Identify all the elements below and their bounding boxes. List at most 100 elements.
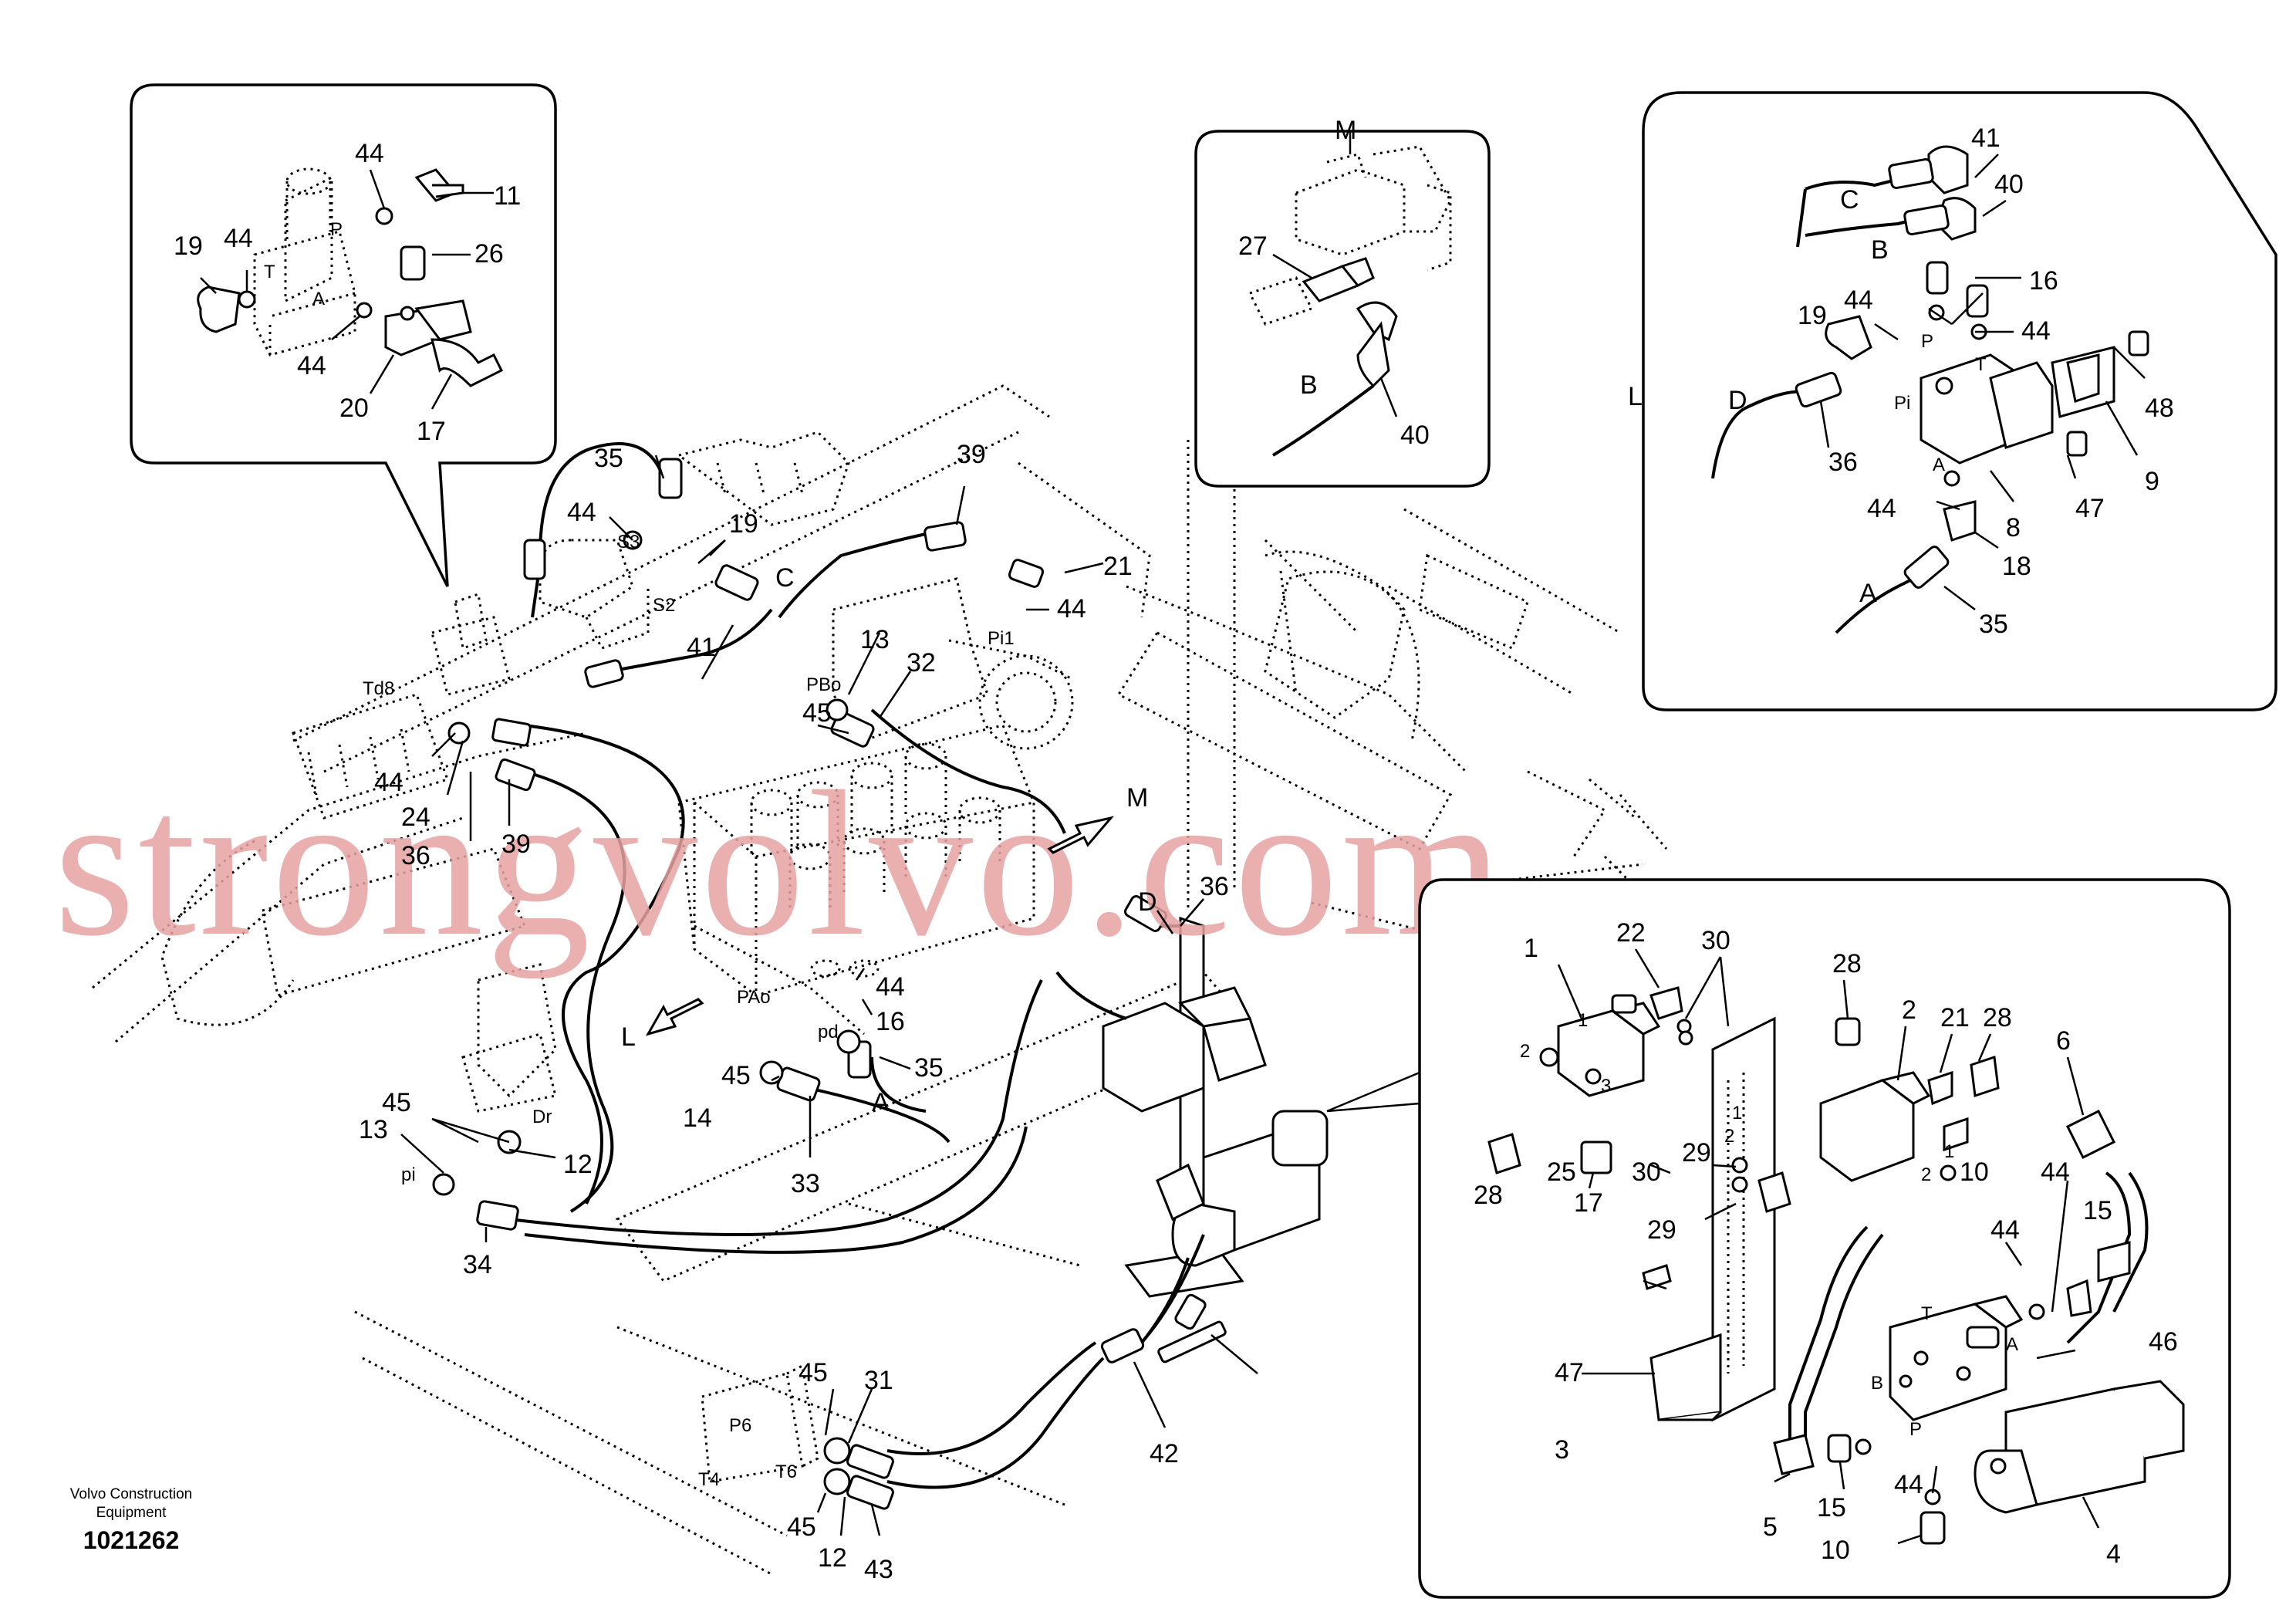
port-label-2: 2 xyxy=(1724,1126,1734,1147)
detail-box-top-left xyxy=(130,83,557,587)
label-39: 40 xyxy=(1994,170,2024,199)
label-43: 44 xyxy=(374,768,403,797)
port-label-p: P xyxy=(1921,331,1933,352)
port-label-pao: PAo xyxy=(737,987,771,1008)
label-38: 39 xyxy=(957,440,986,469)
label-46: 47 xyxy=(1555,1358,1584,1387)
label-44: 45 xyxy=(721,1061,751,1090)
label-43: 44 xyxy=(2041,1157,2070,1187)
port-label-a: A xyxy=(2006,1334,2018,1355)
label-12: 12 xyxy=(563,1150,593,1179)
port-label-1: 1 xyxy=(1578,1010,1588,1031)
swing-motor xyxy=(832,577,1074,750)
label-18: 19 xyxy=(729,509,758,539)
label-27: 26 xyxy=(474,239,504,269)
hose-letter-d: D xyxy=(1138,887,1157,917)
label-34: 34 xyxy=(463,1250,492,1279)
port-label-a: A xyxy=(312,289,325,309)
label-43: 44 xyxy=(224,224,253,253)
hose-letter-a: A xyxy=(872,1088,890,1117)
hose-letter-c: C xyxy=(1840,185,1859,215)
label-28: 28 xyxy=(1474,1181,1503,1210)
label-16: 16 xyxy=(2029,266,2058,296)
label-20: 20 xyxy=(339,394,369,423)
company-name-line2: Equipment xyxy=(96,1505,167,1521)
label-33: 32 xyxy=(907,648,936,678)
label-43: 44 xyxy=(297,351,326,380)
label-24: 24 xyxy=(401,803,430,832)
label-37: 36 xyxy=(401,841,430,870)
label-23: 22 xyxy=(1616,918,1646,948)
port-label-dr: Dr xyxy=(532,1107,552,1127)
label-3: 3 xyxy=(1555,1435,1569,1465)
label-41: 42 xyxy=(1150,1439,1179,1468)
label-43: 44 xyxy=(355,139,384,168)
company-name-line1: Volvo Construction xyxy=(69,1486,193,1502)
label-43: 44 xyxy=(876,972,905,1002)
label-43: 44 xyxy=(1844,286,1873,315)
label-29: 29 xyxy=(1682,1138,1711,1168)
label-18: 19 xyxy=(1798,301,1827,330)
label-35: 36 xyxy=(1200,872,1229,901)
port-label-1: 1 xyxy=(1732,1103,1742,1124)
hose-fittings xyxy=(432,458,1227,1510)
hose-letter-a: A xyxy=(1859,579,1877,608)
label-43: 44 xyxy=(1057,594,1086,623)
port-label-s3: S3 xyxy=(617,532,640,552)
port-label-pi: pi xyxy=(401,1164,416,1185)
port-label-p: P xyxy=(330,219,343,240)
view-title-m: M xyxy=(1335,116,1356,145)
detail-box-view-l xyxy=(1642,91,2277,711)
label-4: 4 xyxy=(2106,1539,2121,1569)
port-label-td8: Td8 xyxy=(363,678,394,699)
label-9: 9 xyxy=(2145,467,2159,496)
label-44: 45 xyxy=(382,1088,411,1117)
label-42: 43 xyxy=(864,1555,893,1584)
label-29: 29 xyxy=(1647,1215,1676,1245)
label-13: 13 xyxy=(359,1115,388,1144)
port-label-b: B xyxy=(1871,1373,1883,1394)
label-5: 5 xyxy=(1763,1512,1778,1542)
port-label-s2: S2 xyxy=(653,595,675,616)
label-44: 45 xyxy=(787,1512,816,1542)
machine-frame-outline xyxy=(92,384,1668,1576)
port-label-a: A xyxy=(1933,454,1945,475)
label-13: 13 xyxy=(860,625,890,654)
label-36: 35 xyxy=(1979,610,2008,639)
label-40: 41 xyxy=(1971,123,2001,153)
arrow-label-l: L xyxy=(621,1022,636,1052)
label-43: 44 xyxy=(1990,1215,2020,1245)
label-31: 31 xyxy=(864,1366,893,1395)
label-45: 46 xyxy=(2149,1327,2178,1357)
port-label-pbo: PBo xyxy=(806,674,841,695)
label-43: 44 xyxy=(1867,494,1896,523)
port-label-pd: pd xyxy=(818,1022,839,1042)
label-14: 14 xyxy=(683,1103,712,1133)
label-1: 1 xyxy=(1524,934,1538,963)
label-15: 15 xyxy=(2083,1196,2112,1225)
port-label-pi: Pi xyxy=(1894,393,1910,414)
port-label-1: 1 xyxy=(1944,1141,1954,1162)
hose-letter-b: B xyxy=(1300,370,1318,400)
detail-box-view-m xyxy=(1194,130,1491,488)
port-label-t: T xyxy=(1975,354,1987,375)
hose-letter-b: B xyxy=(1871,235,1889,265)
label-40: 41 xyxy=(687,633,716,662)
port-label-2: 2 xyxy=(1921,1164,1931,1185)
control-valve-block xyxy=(677,724,1035,997)
port-label-t6: T6 xyxy=(775,1461,797,1482)
part-number-labels: 44 11 26 19 44 44 20 17 P T A M 27 B 40 … xyxy=(174,116,2178,1584)
label-2: 2 xyxy=(1902,995,1916,1025)
view-arrows xyxy=(645,816,1115,1036)
main-view-leaders xyxy=(400,454,1258,1536)
view-title-l: L xyxy=(1628,382,1643,411)
label-28: 28 xyxy=(1983,1003,2012,1032)
hydraulic-hoses xyxy=(508,442,1205,1489)
label-10: 10 xyxy=(1960,1157,1989,1187)
label-38: 39 xyxy=(501,830,531,859)
label-35: 36 xyxy=(1828,448,1858,477)
label-30: 30 xyxy=(1701,926,1730,955)
label-18: 19 xyxy=(174,231,203,261)
port-label-2: 2 xyxy=(1520,1041,1530,1062)
label-11: 11 xyxy=(494,181,521,211)
